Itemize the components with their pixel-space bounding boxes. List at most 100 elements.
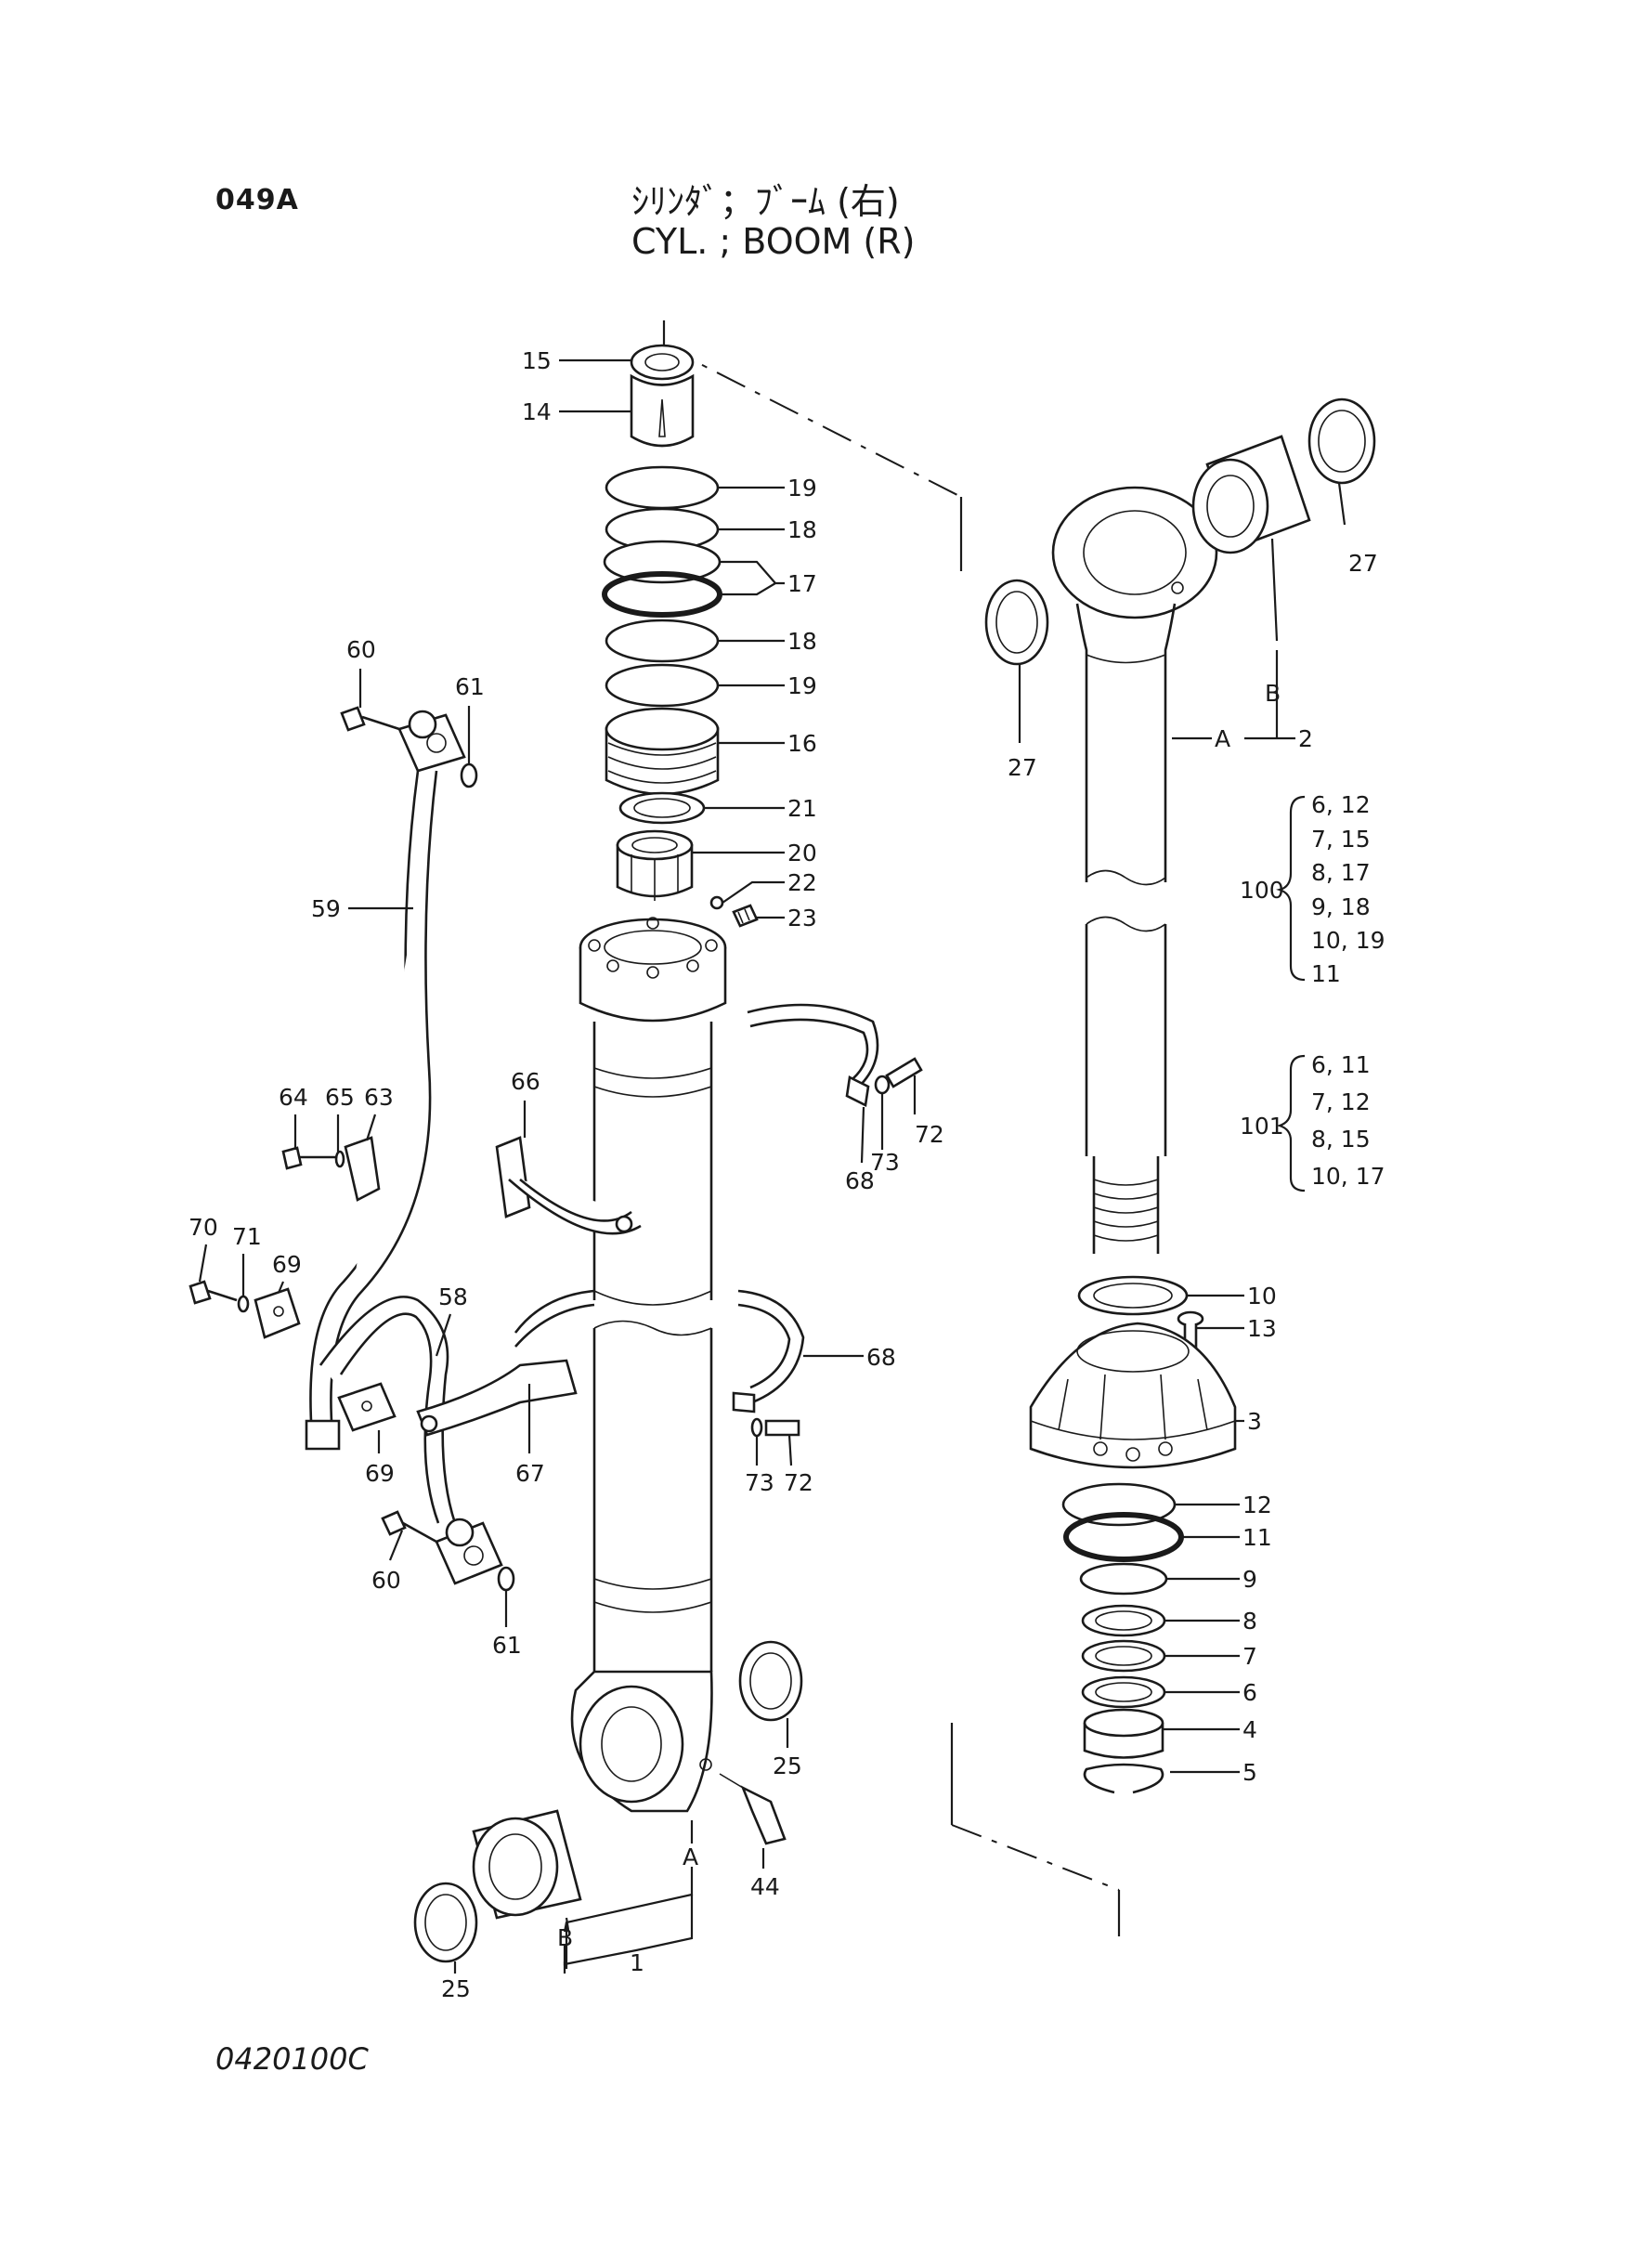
part-17-seal-pair (602, 540, 722, 618)
callout-64: 64 (279, 1084, 308, 1111)
part-25-seal-left (413, 1882, 478, 1963)
callout-59: 59 (311, 895, 341, 922)
part-70-bolt (189, 1280, 238, 1305)
drawing-code: 0420100C (215, 2041, 369, 2077)
callout-68: 68 (866, 1344, 896, 1371)
callout-19: 19 (787, 672, 817, 699)
leader-lines (198, 358, 1346, 1974)
callout-63: 63 (364, 1084, 394, 1111)
part-64-bolt (281, 1146, 336, 1170)
callout-18: 18 (787, 628, 817, 655)
callout-23: 23 (787, 905, 817, 932)
part-73-washer-lower (750, 1417, 763, 1438)
part-15-wiper-cap (630, 344, 695, 381)
kit-101-number: 101 (1240, 1113, 1284, 1140)
callout-25: 25 (773, 1752, 802, 1779)
part-21-ring (618, 791, 706, 825)
callout-5: 5 (1242, 1759, 1257, 1786)
callout-2: 2 (1298, 725, 1313, 752)
part-7-seal (1081, 1639, 1166, 1673)
part-66-clamp-bracket (495, 1136, 642, 1235)
callout-25: 25 (441, 1975, 471, 2002)
callout-10: 10 (1247, 1283, 1277, 1309)
part-2-piston-rod (1051, 486, 1218, 1254)
callout-72: 72 (915, 1121, 944, 1148)
title-japanese: ｼﾘﾝﾀﾞ；ﾌﾞｰﾑ (右) (631, 181, 900, 222)
part-25-seal-right (738, 1640, 803, 1722)
part-63-clamp-half (344, 1136, 381, 1202)
kit-100-number: 100 (1240, 877, 1284, 904)
part-20-nut (616, 829, 694, 901)
callout-69: 69 (365, 1460, 395, 1487)
callout-16: 16 (787, 730, 817, 757)
part-25-bushing-left (472, 1809, 582, 1920)
part-73-washer-upper (874, 1075, 891, 1095)
part-27-seal-left (984, 579, 1049, 666)
callout-67: 67 (515, 1460, 545, 1487)
callout-B: B (1265, 680, 1281, 707)
callout-60: 60 (346, 636, 376, 663)
pipe-end-fitting (305, 1419, 341, 1451)
callout-12: 12 (1242, 1492, 1272, 1518)
callout-73: 73 (745, 1469, 774, 1496)
part-69-clamp-lower (337, 1382, 397, 1432)
title-english: CYL. ; BOOM (R) (631, 221, 916, 262)
callout-15: 15 (522, 347, 552, 374)
callout-60: 60 (371, 1567, 401, 1594)
callout-labels: 15 14 19 18 17 18 19 16 21 20 22 23 60 6… (189, 347, 1378, 2002)
section-divider-bottom (950, 1723, 1121, 1936)
callout-44: 44 (750, 1873, 780, 1900)
part-19-seal-upper (605, 465, 720, 510)
kit-100-line: 8, 17 (1311, 859, 1371, 886)
kit-101-line: 10, 17 (1311, 1163, 1385, 1190)
callout-4: 4 (1242, 1716, 1257, 1743)
part-3-rod-cover (1029, 1322, 1237, 1469)
callout-14: 14 (522, 398, 552, 425)
part-72-bolt-lower (764, 1419, 800, 1437)
part-61-o-ring-upper (460, 762, 478, 788)
callout-13: 13 (1247, 1315, 1277, 1342)
part-68-strap-upper (747, 1003, 879, 1107)
callout-6: 6 (1242, 1679, 1257, 1706)
kit-100-list: 100 6, 12 7, 15 8, 17 9, 18 10, 19 11 (1240, 791, 1385, 987)
callout-19: 19 (787, 475, 817, 502)
part-1-cylinder-tube (570, 917, 727, 1813)
part-5-snap-ring (1083, 1763, 1164, 1794)
callout-72: 72 (784, 1469, 813, 1496)
part-68-strap-lower (514, 1289, 805, 1414)
part-4-bushing (1083, 1708, 1164, 1759)
part-16-piston (605, 707, 720, 796)
part-22-steel-ball (709, 895, 724, 910)
part-27-seal-upper-right (1307, 397, 1376, 485)
part-60-bolt-lower (381, 1510, 437, 1544)
kit-100-line: 9, 18 (1311, 893, 1371, 920)
callout-66: 66 (511, 1068, 540, 1095)
kit-100-line: 7, 15 (1311, 826, 1371, 853)
kit-101-list: 101 6, 11 7, 12 8, 15 10, 17 (1240, 1051, 1385, 1190)
section-divider-top (662, 320, 963, 571)
part-72-bolt-upper (885, 1057, 923, 1088)
part-65-washer (334, 1150, 345, 1168)
callout-11: 11 (1242, 1524, 1272, 1551)
callout-9: 9 (1242, 1566, 1257, 1593)
callout-21: 21 (787, 795, 817, 822)
part-flange-upper (397, 710, 466, 773)
callout-61: 61 (455, 673, 485, 700)
kit-100-line: 11 (1311, 960, 1341, 987)
callout-69: 69 (272, 1251, 302, 1278)
kit-100-line: 10, 19 (1311, 927, 1385, 954)
part-14-bushing (630, 373, 695, 448)
callout-A: A (1215, 725, 1230, 752)
part-44-grease-fitting (719, 1773, 787, 1845)
kit-101-line: 8, 15 (1311, 1126, 1371, 1153)
callout-18: 18 (787, 516, 817, 543)
callout-27: 27 (1348, 550, 1378, 577)
part-flange-lower (435, 1518, 503, 1585)
kit-101-line: 7, 12 (1311, 1088, 1371, 1115)
callout-1: 1 (630, 1949, 644, 1976)
part-67-bracket (416, 1359, 578, 1437)
callout-70: 70 (189, 1214, 218, 1241)
part-60-bolt-upper (340, 706, 400, 732)
callout-B: B (557, 1924, 573, 1951)
